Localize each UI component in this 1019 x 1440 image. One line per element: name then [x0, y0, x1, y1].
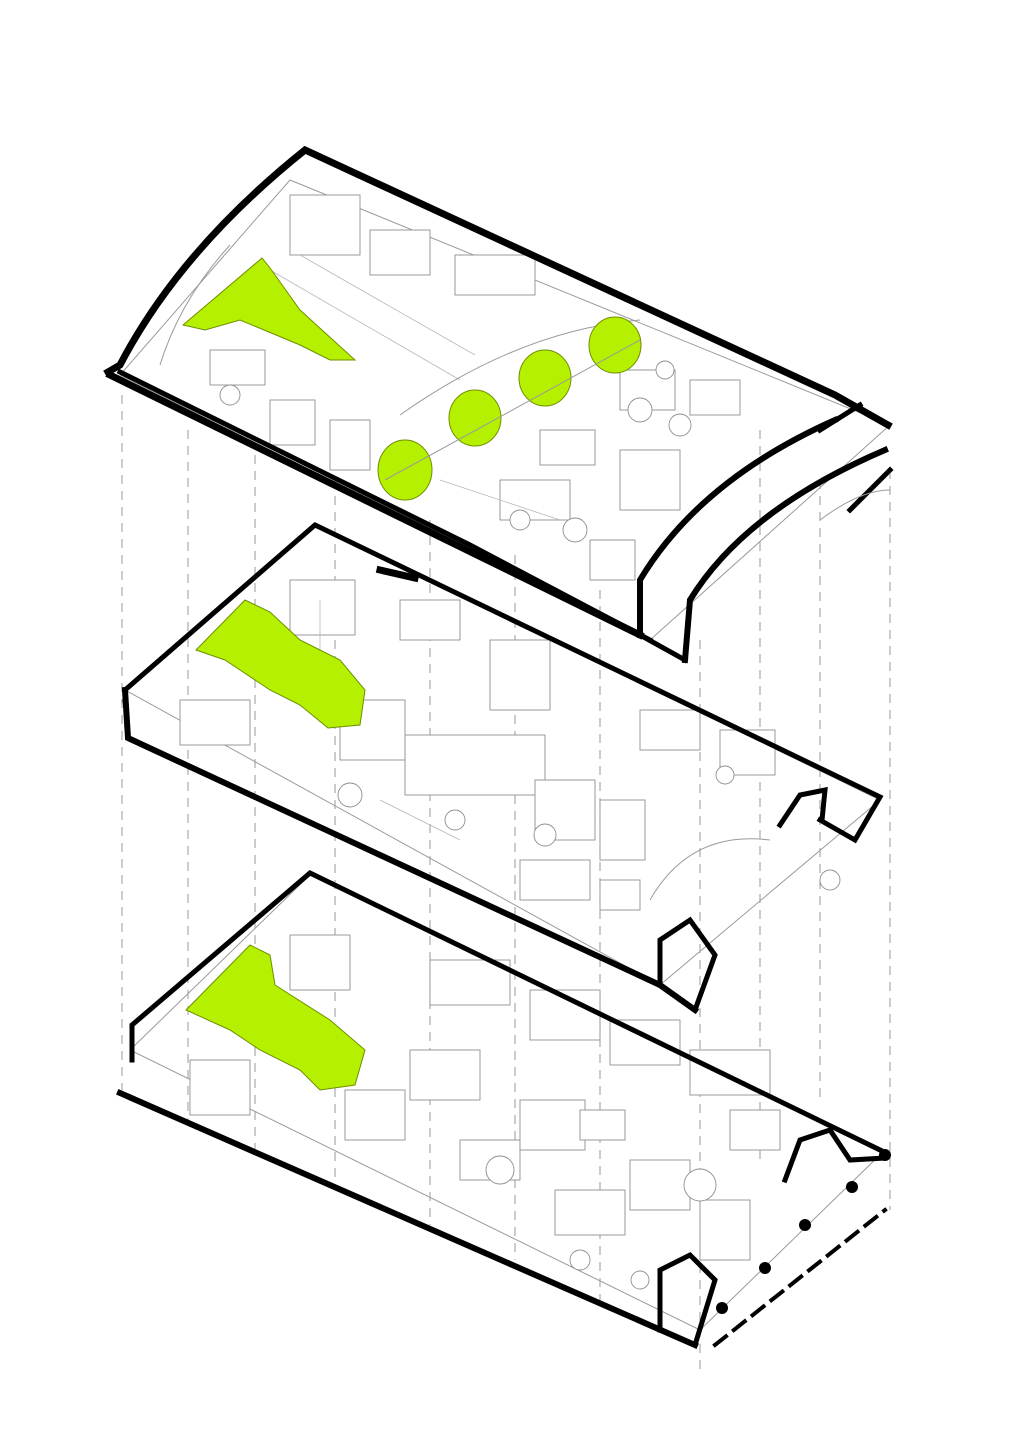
- upper-pods-highlight: [377, 316, 642, 501]
- upper-floor: [103, 145, 894, 664]
- alignment-guides: [121, 395, 891, 1370]
- lower-stair-highlight: [185, 944, 366, 1091]
- column-markers: [716, 1149, 891, 1314]
- upper-stair-highlight: [181, 257, 357, 361]
- lower-floor-furniture: [189, 934, 781, 1290]
- middle-floor: [121, 522, 884, 1015]
- middle-floor-furniture: [179, 579, 841, 911]
- upper-floor-furniture: [209, 194, 741, 581]
- middle-stair-highlight: [195, 599, 366, 729]
- lower-floor: [116, 870, 891, 1349]
